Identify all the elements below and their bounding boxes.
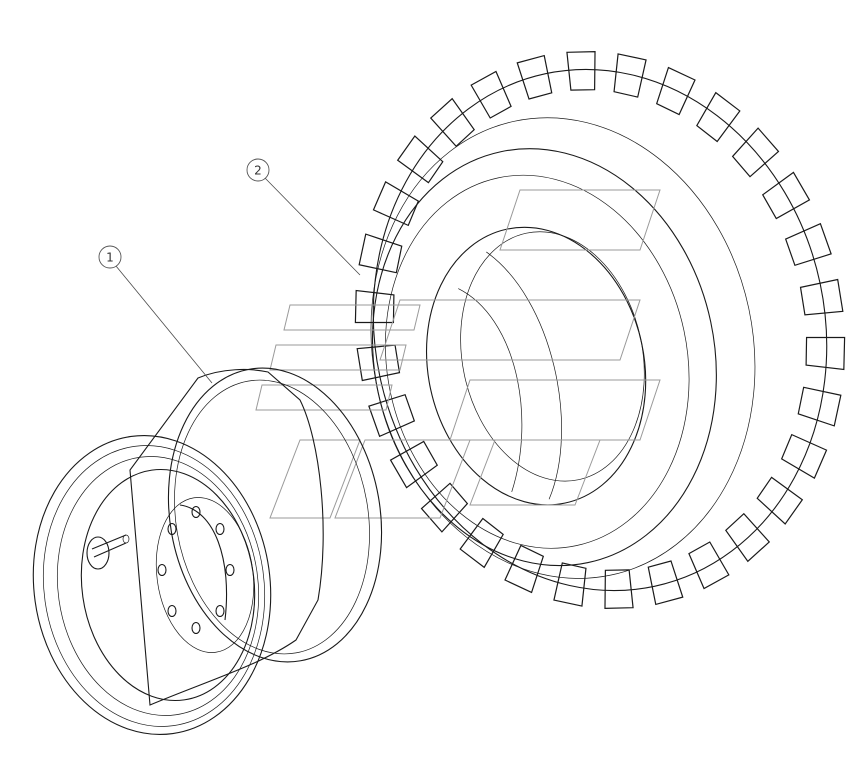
rim-back-flange [167, 367, 383, 663]
rim-front-flange [32, 435, 272, 735]
bolt-hole [191, 505, 201, 519]
tire-bead-opening [425, 226, 647, 506]
bolt-hole [215, 604, 225, 618]
tire-outer-body [372, 68, 828, 592]
tread-lug [784, 222, 832, 267]
rim-front-flange-edge-2 [56, 456, 260, 716]
rim-front-flange-edge [42, 445, 266, 727]
tire-inner-contour [458, 288, 523, 492]
tread-lug [368, 393, 416, 438]
tread-lug [372, 180, 420, 227]
callout-2: 2 [246, 158, 270, 182]
rim-bolt-holes [157, 505, 235, 635]
tire-inner-wall [460, 231, 645, 482]
callout-1: 1 [98, 245, 122, 269]
tread-lug [358, 233, 403, 274]
tire-sidewall [371, 148, 717, 567]
rim-disc-opening [179, 504, 228, 621]
bolt-hole [157, 563, 167, 577]
tread-lug [470, 70, 512, 119]
rim-barrel [129, 369, 324, 706]
tread-lug [566, 51, 596, 91]
valve-stem [86, 534, 130, 570]
tread-lug [799, 278, 844, 316]
watermark-logo [255, 189, 661, 519]
tread-lug [688, 541, 730, 590]
leader-line-1 [115, 265, 213, 384]
rim-back-flange-inner [174, 379, 370, 655]
rim [32, 367, 383, 735]
callout-label-2: 2 [254, 164, 262, 178]
tread-lug [761, 171, 811, 220]
tread-lug [516, 54, 553, 100]
tire-inner-contour-2 [486, 251, 562, 500]
tread-lug [780, 433, 828, 480]
bolt-hole [191, 621, 201, 635]
bolt-hole [167, 604, 177, 618]
tread-lug [613, 53, 647, 98]
tread-lug [604, 569, 634, 609]
rim-center-disc [155, 497, 255, 653]
bolt-hole [215, 522, 225, 536]
tread-lug [356, 344, 401, 382]
bolt-hole [167, 522, 177, 536]
tread-lug [553, 562, 587, 607]
leader-line-2 [264, 177, 361, 276]
tread-lug [647, 560, 684, 606]
callout-label-1: 1 [106, 251, 114, 265]
tread-lug [797, 386, 842, 427]
leader-lines [115, 177, 361, 384]
tread-lug [805, 336, 846, 371]
tread-lug [655, 66, 696, 116]
bolt-hole [225, 563, 235, 577]
